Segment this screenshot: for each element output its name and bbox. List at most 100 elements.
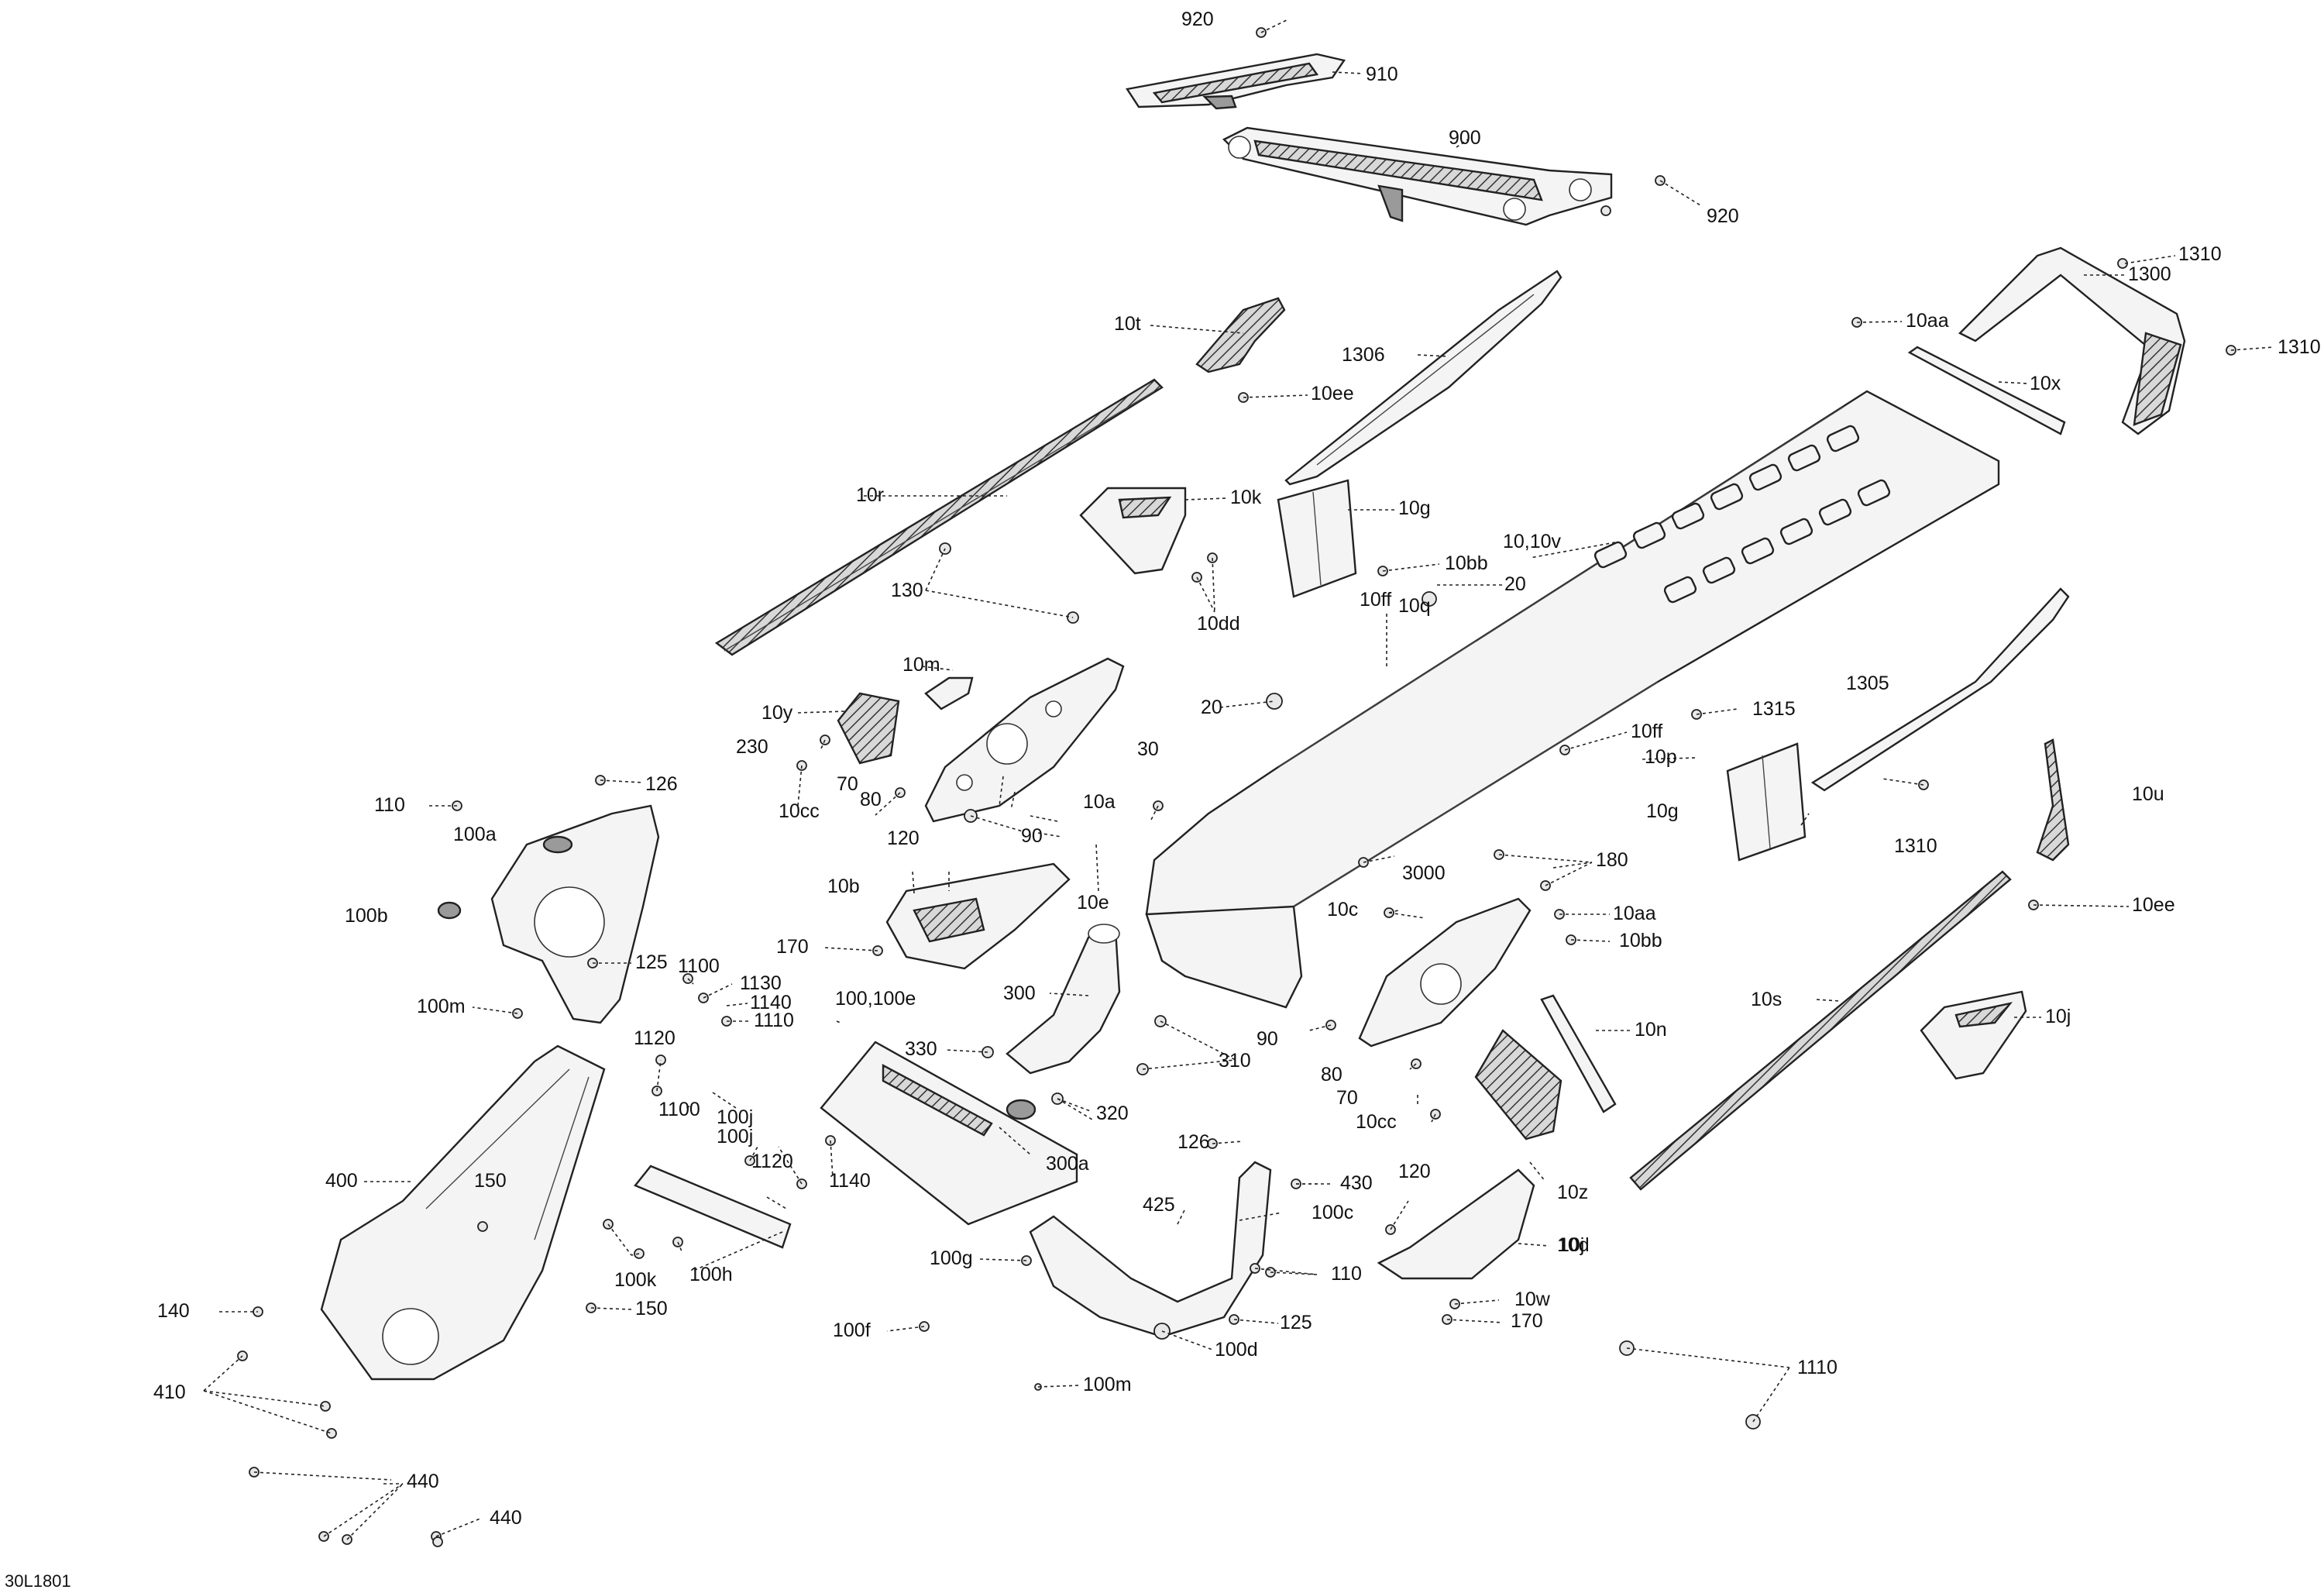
callout-label: 1310 xyxy=(2178,243,2222,265)
part-1306-strip xyxy=(1284,270,1563,486)
callout-label: 10j xyxy=(2045,1006,2071,1027)
callout-label: 110 xyxy=(1331,1263,1362,1285)
callout-label: 300 xyxy=(1003,982,1036,1004)
callout-label: 10u xyxy=(2132,783,2164,805)
part-10x-bar xyxy=(1907,346,2066,435)
callout-label: 10ee xyxy=(1311,383,1354,404)
part-10-tunnel xyxy=(1145,390,2000,1009)
part-10g-plate-upper xyxy=(1277,479,1357,598)
part-10g-plate-lower xyxy=(1726,742,1807,862)
callout-label: 10ff xyxy=(1631,721,1662,742)
callout-label: 100h xyxy=(689,1264,733,1285)
parts-artwork xyxy=(320,53,2186,1381)
callout-label: 1130 xyxy=(740,972,782,994)
part-10t-bracket xyxy=(1195,297,1286,373)
callout-label: 150 xyxy=(635,1298,668,1319)
callout-label: 440 xyxy=(490,1507,522,1529)
callout-label: 10dd xyxy=(1197,613,1240,635)
callout-label: 125 xyxy=(1280,1312,1312,1333)
callout-label: 100m xyxy=(417,996,466,1017)
callout-label: 20 xyxy=(1504,573,1526,595)
callout-label: 10x xyxy=(2030,373,2061,394)
callout-label: 900 xyxy=(1449,127,1481,149)
part-10z-grate xyxy=(1474,1029,1563,1141)
callout-label: 70 xyxy=(837,773,858,795)
callout-label: 10aa xyxy=(1906,310,1949,332)
part-300-column xyxy=(1006,924,1121,1075)
callout-label: 330 xyxy=(905,1038,937,1060)
callout-label: 10r xyxy=(856,484,884,506)
callout-label: 310 xyxy=(1219,1050,1251,1072)
part-1305-strip xyxy=(1810,587,2070,792)
part-910-rail xyxy=(1126,53,1346,110)
callout-label: 1100 xyxy=(678,955,720,977)
part-10a-side-panel xyxy=(924,657,1125,823)
part-100b-grommet xyxy=(437,901,462,920)
callout-label: 125 xyxy=(635,951,668,973)
callout-label: 120 xyxy=(1398,1161,1431,1182)
callout-label: 10ff xyxy=(1360,589,1391,611)
part-1300-bumper xyxy=(1958,246,2186,435)
callout-label: 3000 xyxy=(1402,862,1446,884)
part-10y-bracket xyxy=(837,692,900,765)
callout-label: 10cc xyxy=(779,800,820,822)
callout-label: 90 xyxy=(1021,825,1043,847)
callout-label: 100j xyxy=(717,1106,753,1128)
callout-label: 100g xyxy=(930,1247,973,1269)
callout-label: 1305 xyxy=(1846,673,1889,694)
callout-label: 20 xyxy=(1201,697,1222,718)
callout-label: 1300 xyxy=(2128,263,2171,285)
part-100-pan xyxy=(820,1041,1078,1226)
callout-label: 10ee xyxy=(2132,894,2175,916)
part-100a-frame xyxy=(490,804,660,1024)
callout-label: 10c xyxy=(1327,899,1358,920)
part-10r-rail xyxy=(714,378,1164,656)
callout-label: 10g xyxy=(1646,800,1679,822)
callout-label: 180 xyxy=(1596,849,1628,871)
callout-label: 10m xyxy=(902,654,940,676)
callout-label: 10e xyxy=(1077,892,1109,913)
part-10s-rail xyxy=(1629,870,2012,1191)
tunnel-vent-slots xyxy=(1593,425,1891,604)
part-10u-bracket xyxy=(2036,738,2070,862)
callout-label: 10cc xyxy=(1356,1111,1397,1133)
callout-label: 170 xyxy=(776,936,809,958)
callout-labels: 920 910 900 920 1310 1300 1310 10aa 10x … xyxy=(153,9,2321,1529)
callout-label: 10b xyxy=(827,876,860,897)
callout-label: 1315 xyxy=(1752,698,1796,720)
hardware-fasteners xyxy=(237,27,2236,1547)
part-10d-footrest xyxy=(1377,1168,1535,1280)
part-10j-bracket xyxy=(1920,990,2027,1080)
callout-label: 130 xyxy=(891,580,923,601)
callout-label: 100d xyxy=(1215,1339,1258,1361)
callout-label: 110 xyxy=(374,794,405,816)
callout-label: 10bb xyxy=(1619,930,1662,951)
callout-label: 10,10v xyxy=(1503,531,1562,552)
callout-label: 230 xyxy=(736,736,768,758)
callout-label: 126 xyxy=(645,773,678,795)
callout-label: 1110 xyxy=(1797,1357,1838,1378)
callout-label: 1310 xyxy=(1894,835,1937,857)
callout-label: 30 xyxy=(1137,738,1159,760)
callout-label: 300a xyxy=(1046,1153,1089,1175)
callout-label: 10d xyxy=(1557,1234,1590,1256)
callout-label: 1306 xyxy=(1342,344,1385,366)
leader-lines xyxy=(203,19,2274,1540)
callout-label: 1110 xyxy=(754,1010,794,1031)
callout-label: 1140 xyxy=(750,992,792,1013)
callout-label: 1100 xyxy=(658,1099,700,1120)
callout-label: 10z xyxy=(1557,1182,1588,1203)
callout-label: 90 xyxy=(1257,1028,1278,1050)
callout-label: 140 xyxy=(157,1300,190,1322)
callout-label: 70 xyxy=(1336,1087,1358,1109)
callout-label: 150 xyxy=(474,1170,507,1192)
callout-label: 440 xyxy=(407,1471,439,1492)
callout-label: 920 xyxy=(1707,205,1739,227)
callout-label: 100f xyxy=(833,1319,871,1341)
callout-label: 920 xyxy=(1181,9,1214,30)
callout-label: 430 xyxy=(1340,1172,1373,1194)
callout-label: 120 xyxy=(887,827,920,849)
callout-label: 100,100e xyxy=(835,988,916,1010)
callout-label: 170 xyxy=(1511,1310,1543,1332)
part-300a-cap xyxy=(1006,1099,1037,1120)
